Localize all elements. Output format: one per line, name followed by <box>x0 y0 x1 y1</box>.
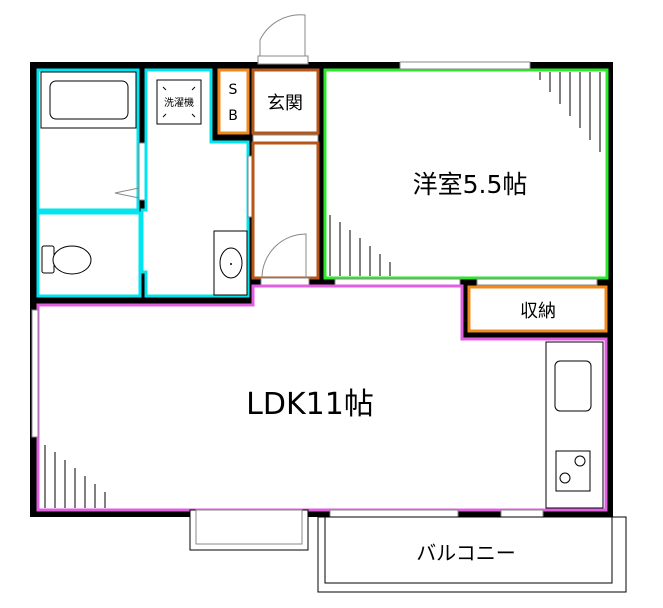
entrance-step <box>252 134 319 143</box>
entrance-label: 玄関 <box>267 93 303 114</box>
washing-machine-pan <box>156 79 202 125</box>
western-room <box>323 68 609 280</box>
bay-window-inner <box>195 509 303 545</box>
shoe-box-s: S <box>229 82 238 98</box>
storage <box>467 285 608 333</box>
ldk-label: LDK11帖 <box>246 387 374 422</box>
drain-icon <box>230 263 232 265</box>
balcony <box>317 516 627 593</box>
ldk-left-window <box>31 309 39 438</box>
toilet-tank <box>41 245 55 274</box>
corridor-door <box>261 233 307 279</box>
balcony-window-small <box>500 509 544 518</box>
washing-machine-label: 洗濯機 <box>164 96 194 109</box>
bath-door-swing <box>114 187 140 199</box>
western-room-label: 洋室5.5帖 <box>413 170 528 199</box>
western-room-window <box>399 61 531 70</box>
toilet-bowl <box>52 245 92 275</box>
burner-icon <box>574 455 586 467</box>
balcony-inner <box>324 516 613 584</box>
ldk-hatching <box>44 445 106 508</box>
burner-icon <box>559 472 571 484</box>
storage-label: 収納 <box>520 301 556 322</box>
western-room-door <box>334 278 461 286</box>
stove <box>555 450 591 492</box>
bathtub-basin <box>49 80 129 120</box>
balcony-label: バルコニー <box>416 541 516 565</box>
storage-door <box>476 278 598 286</box>
entrance-door <box>257 14 309 65</box>
shoe-box-b: B <box>228 108 238 124</box>
kitchen-sink <box>554 360 592 412</box>
closet-hatching <box>329 72 601 276</box>
corridor <box>251 141 320 280</box>
shoe-box <box>217 68 250 135</box>
balcony-window <box>329 509 459 518</box>
washing-machine-marks <box>162 86 196 118</box>
entrance <box>251 68 320 135</box>
